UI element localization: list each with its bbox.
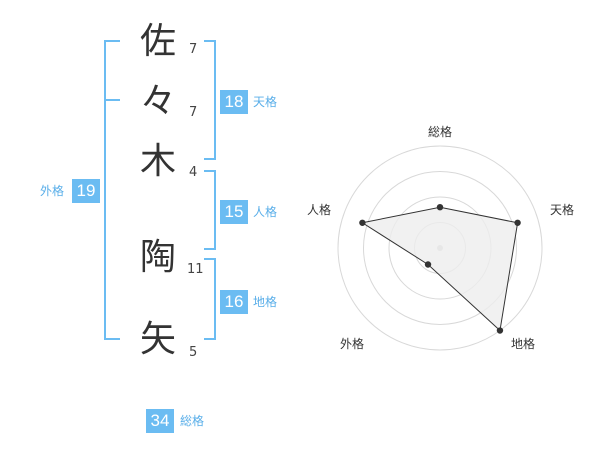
name-char-3: 木 <box>139 141 176 182</box>
radar-label-chikaku: 地格 <box>511 337 536 351</box>
radar-polygon <box>361 206 519 332</box>
soukaku-label: 総格 <box>180 414 205 428</box>
name-char-5: 矢 <box>139 319 176 360</box>
tenkaku-label: 天格 <box>253 95 278 109</box>
gaikaku-bracket-tick <box>104 99 120 101</box>
name-char-2: 々 <box>139 81 176 122</box>
name-char-1: 佐 <box>139 21 176 62</box>
stroke-count-1: 7 <box>189 42 198 57</box>
radar-label-gaikaku: 外格 <box>340 337 365 351</box>
chikaku-label: 地格 <box>253 295 278 309</box>
chikaku-bracket <box>204 258 216 340</box>
gaikaku-bracket <box>104 40 120 340</box>
stroke-count-4: 11 <box>187 262 204 277</box>
gaikaku-badge: 19 <box>72 179 100 203</box>
radar-ring <box>337 145 543 351</box>
radar-label-jinkaku: 人格 <box>307 203 332 217</box>
radar-label-tenkaku: 天格 <box>550 203 575 217</box>
radar-ring <box>363 171 517 325</box>
soukaku-badge: 34 <box>146 409 174 433</box>
radar-label-soukaku: 総格 <box>428 125 453 139</box>
stroke-count-5: 5 <box>189 345 198 360</box>
radar-point-3 <box>496 327 504 334</box>
jinkaku-badge: 15 <box>220 200 248 224</box>
chikaku-badge: 16 <box>220 290 248 314</box>
radar-point-4 <box>424 261 432 268</box>
name-char-4: 陶 <box>139 237 176 278</box>
jinkaku-label: 人格 <box>253 205 278 219</box>
tenkaku-bracket <box>204 40 216 160</box>
tenkaku-badge: 18 <box>220 90 248 114</box>
stroke-count-2: 7 <box>189 105 198 120</box>
radar-point-1 <box>436 204 444 211</box>
gaikaku-label: 外格 <box>40 184 65 198</box>
jinkaku-bracket <box>204 170 216 250</box>
radar-point-5 <box>359 219 366 226</box>
radar-point-2 <box>514 219 521 226</box>
stroke-count-3: 4 <box>189 165 198 180</box>
